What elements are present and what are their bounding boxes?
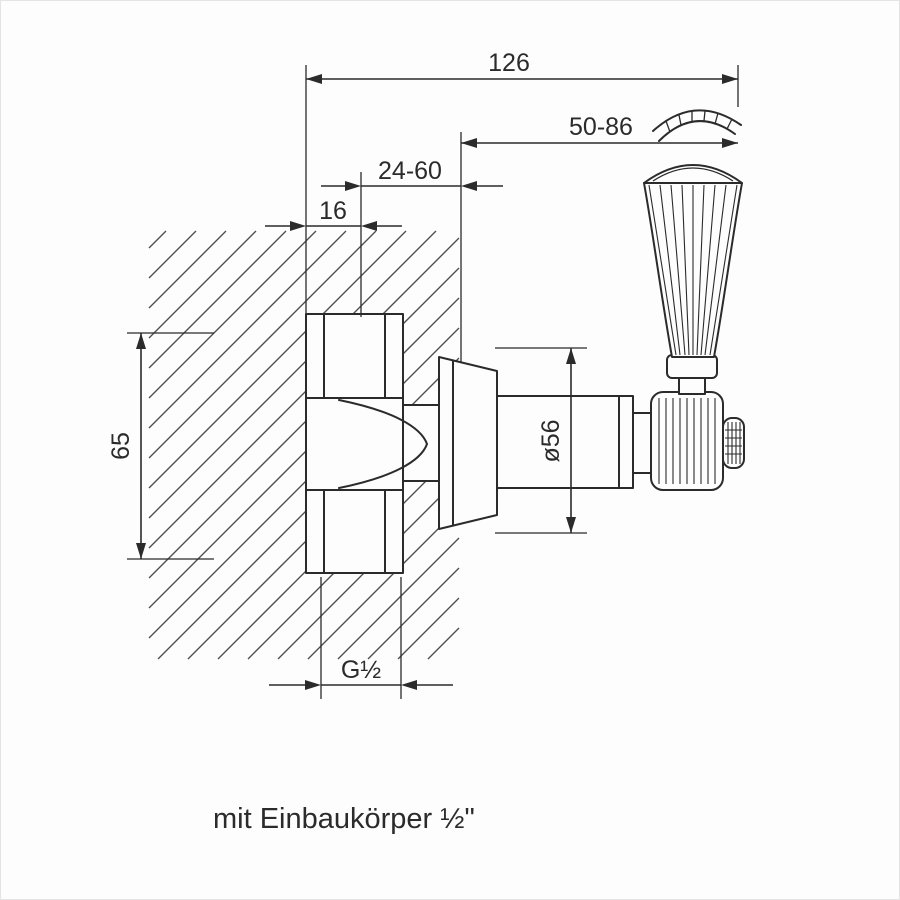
dim-handle-range-label: 50-86 (569, 113, 633, 141)
arrowhead (345, 181, 361, 191)
arrowhead (722, 138, 738, 148)
handle-swivel-indicator (652, 109, 742, 142)
lever-handle (643, 164, 743, 395)
arrowhead (305, 680, 321, 690)
end-cap-texture (725, 422, 742, 464)
swivel-arc-ticks (665, 110, 733, 133)
dim-thread-size: G½ (269, 577, 453, 699)
lower-pipe-connector (305, 489, 404, 574)
hub-knurling (658, 398, 716, 484)
arrowhead (136, 543, 146, 559)
arrowhead (566, 517, 576, 533)
dim-total-depth: 126 (305, 49, 739, 317)
dim-body-height-label: 65 (107, 432, 135, 460)
upper-pipe-connector (305, 313, 404, 399)
arrowhead (361, 221, 377, 231)
arrowhead (722, 74, 738, 84)
valve-body (305, 313, 404, 574)
dim-rosette-diameter: ø56 (495, 347, 587, 534)
arrowhead (136, 333, 146, 349)
dim-body-height: 65 (107, 332, 214, 560)
flange-outline (438, 356, 498, 530)
spindle-neck (402, 404, 440, 482)
lever-socket (666, 354, 718, 379)
caption: mit Einbaukörper ½" (213, 803, 475, 835)
wall-flange (438, 356, 498, 530)
swivel-arc-inner (658, 120, 736, 142)
valve-middle-fill (306, 396, 403, 492)
dome-inner-arc (652, 167, 734, 182)
dim-thread-size-label: G½ (341, 656, 381, 684)
dim-handle-range: 50-86 (460, 113, 738, 363)
arrowhead (306, 74, 322, 84)
arrowhead (566, 348, 576, 364)
handle-end-cap (722, 417, 745, 469)
lever-top-dome (643, 164, 743, 184)
arrowhead (461, 138, 477, 148)
grip-flutes (648, 184, 738, 356)
arrowhead (461, 181, 477, 191)
dim-rosette-diameter-label: ø56 (537, 419, 565, 462)
handle-collar (632, 412, 652, 474)
sleeve-outline (496, 395, 634, 489)
dim-install-depth-label: 24-60 (378, 157, 442, 185)
dim-wall-offset: 16 (265, 197, 402, 231)
cover-sleeve (496, 395, 634, 489)
handle-base (632, 391, 745, 491)
arrowhead (290, 221, 306, 231)
dim-total-depth-label: 126 (488, 49, 530, 77)
dim-install-depth: 24-60 (321, 157, 503, 317)
arrowhead (401, 680, 417, 690)
dim-wall-offset-label: 16 (319, 197, 347, 225)
valve-funnel-curve (338, 399, 428, 489)
